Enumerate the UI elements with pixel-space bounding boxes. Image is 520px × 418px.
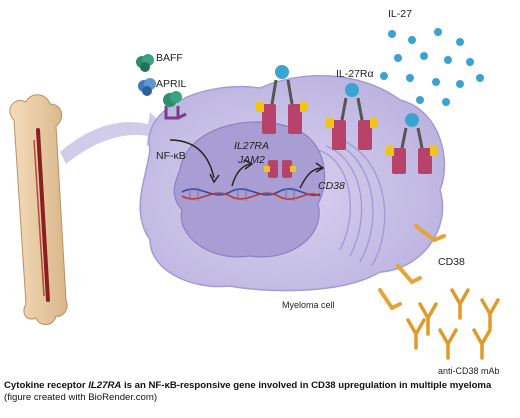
il27ra-gene-label: IL27RA [234,140,270,152]
transcription-arrow [231,163,251,187]
caption-main: Cytokine receptor IL27RA is an NF-κB-res… [4,380,492,391]
baff-icon [136,54,154,72]
il27-cytokines [380,28,484,106]
myeloma-cell-label: Myeloma cell [282,300,335,310]
figure-caption: Cytokine receptor IL27RA is an NF-κB-res… [4,380,518,404]
il27-receptor-2 [326,83,378,150]
bone-to-cell-arrow [60,112,172,164]
dna-helix [181,187,321,201]
anti-cd38-antibodies [406,288,500,360]
antibody-label: anti-CD38 mAb [438,366,500,376]
april-icon [138,78,156,96]
baff-receptor [163,91,187,120]
jam2-gene-label: JAM2 [238,154,265,166]
diagram-artwork [9,28,500,360]
cd38-icon [378,224,446,310]
caption-gene: IL27RA [88,380,122,391]
il27ra-label: IL-27Rα [336,68,374,80]
il27-receptor-3 [386,113,438,174]
il27-receptor-1 [256,65,308,134]
april-label: APRIL [156,78,187,90]
baff-label: BAFF [156,52,183,64]
caption-credit: (figure created with BioRender.com) [4,392,158,403]
cd38-protein-label: CD38 [438,256,465,268]
cd38-gene-label: CD38 [318,180,345,192]
nucleus [173,121,326,258]
bone-icon [9,94,68,325]
nfkb-arrow [169,139,215,179]
endoplasmic-reticulum [317,139,386,267]
il27ra-protein [264,160,296,178]
il27-label: IL-27 [388,8,412,20]
nfkb-label: NF-κB [156,150,186,162]
cd38-transcription-arrow [299,167,323,189]
